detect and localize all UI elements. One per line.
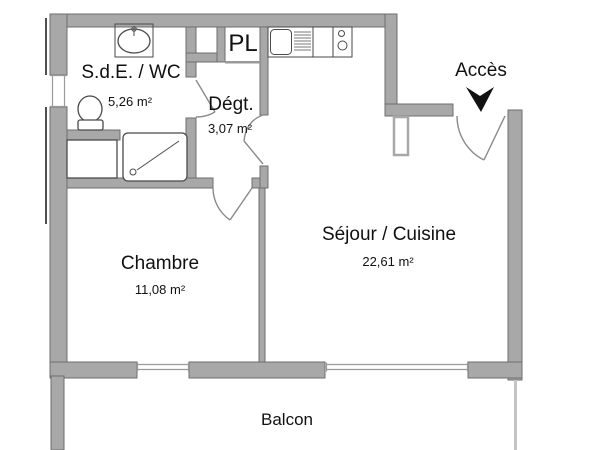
wall-left-lower [49, 106, 68, 379]
room-area-hallway: 3,07 m² [208, 121, 253, 136]
room-label-closet: PL [228, 30, 257, 57]
door-living [243, 114, 264, 165]
walls [49, 13, 523, 450]
wall-top [49, 13, 398, 28]
door-entry [456, 115, 506, 161]
wall-right [507, 109, 523, 381]
room-label-bedroom: Chambre [121, 253, 199, 274]
drainboard-icon [294, 31, 311, 51]
closet-front-line [225, 61, 262, 64]
balcony-edge-line [514, 380, 517, 450]
entry-jamb [392, 115, 410, 157]
cooktop-icon [337, 30, 348, 51]
entry-label: Accès [455, 60, 507, 81]
window-living-bay [325, 362, 469, 372]
room-label-hallway: Dégt. [208, 94, 253, 115]
room-area-living: 22,61 m² [362, 254, 414, 269]
washbasin-icon [114, 23, 154, 58]
wall-bottom-right [467, 361, 523, 379]
shower-icon [122, 132, 188, 182]
kitchen-counter [267, 26, 353, 58]
wall-bottom-middle [188, 361, 326, 379]
window-bathroom-left [50, 74, 67, 108]
wall-hallway-right-lower [259, 165, 269, 189]
door-bedroom [212, 187, 253, 221]
room-label-bathroom: S.d.E. / WC [81, 62, 180, 83]
wall-entry-horizontal [384, 103, 454, 117]
entry-arrow-icon [466, 87, 494, 112]
room-label-living: Séjour / Cuisine [322, 224, 456, 245]
door-bathroom [195, 79, 216, 118]
wall-entry-vertical [384, 13, 398, 117]
room-label-balcony: Balcon [261, 410, 313, 429]
wall-balcony-left [50, 375, 65, 450]
wall-bathroom-right-upper [185, 26, 197, 78]
wall-left-upper [49, 13, 68, 76]
room-area-bathroom: 5,26 m² [108, 94, 153, 109]
vanity-icon [66, 139, 118, 179]
toilet-icon [77, 95, 104, 131]
wall-vanity-strip [66, 129, 121, 141]
kitchen-sink-icon [270, 29, 292, 55]
wall-closet-cell-right [216, 26, 226, 63]
window-bedroom [136, 362, 190, 372]
wall-hallway-right-upper [259, 26, 269, 116]
wall-bedroom-living-partition [258, 187, 266, 363]
room-area-bedroom: 11,08 m² [135, 282, 186, 297]
